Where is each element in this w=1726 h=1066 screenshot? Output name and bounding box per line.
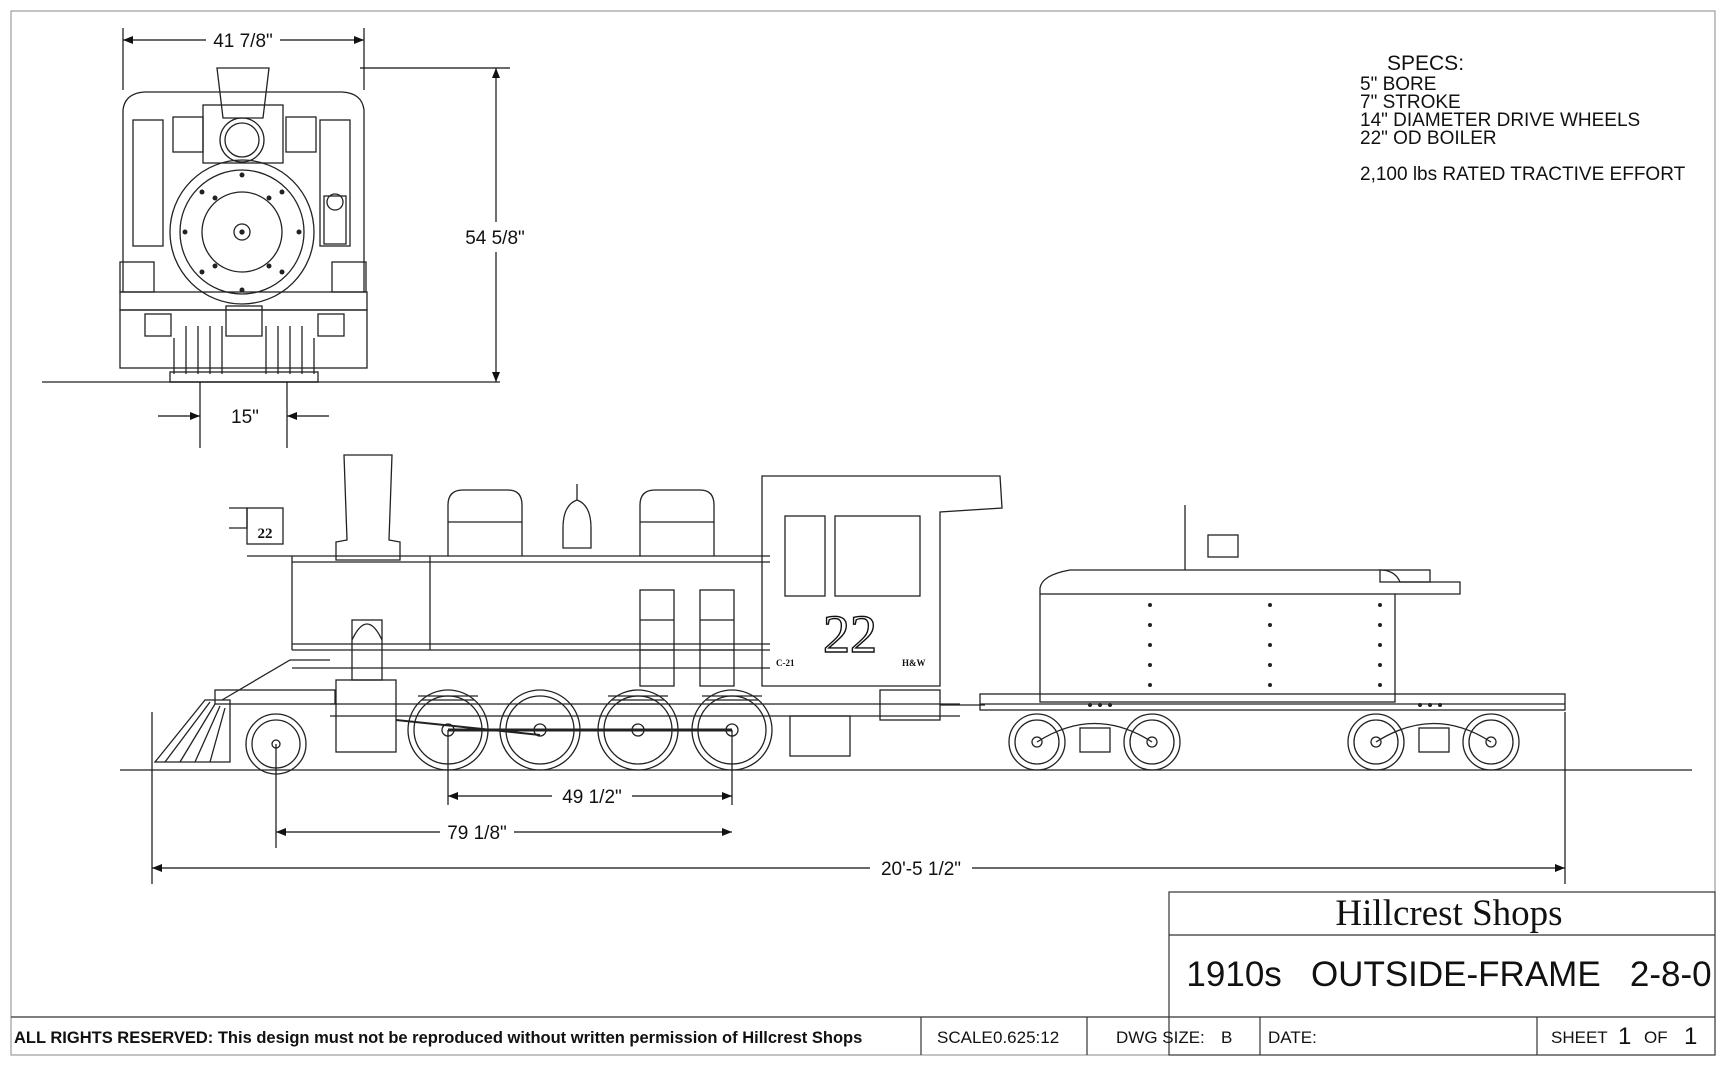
side-view-dimensions	[151, 712, 1566, 884]
spec-line: 22" OD BOILER	[1360, 128, 1497, 149]
company-name: Hillcrest Shops	[1335, 893, 1562, 934]
specs-block: SPECS: 5" BORE 7" STROKE 14" DIAMETER DR…	[1360, 52, 1686, 185]
engine-wheelbase-dimension: 79 1/8"	[447, 823, 507, 844]
date-label: DATE:	[1268, 1028, 1317, 1047]
specs-heading: SPECS:	[1387, 52, 1464, 75]
overall-length-dimension: 20'-5 1/2"	[881, 859, 961, 880]
front-view-dimensions	[122, 28, 510, 448]
number-plate-label: 22	[258, 526, 273, 542]
sheet-number: 1	[1618, 1023, 1631, 1050]
front-height-dimension: 54 5/8"	[465, 228, 525, 249]
gauge-dimension: 15"	[231, 407, 259, 428]
sheet-total: 1	[1684, 1023, 1697, 1050]
spec-line: 14" DIAMETER DRIVE WHEELS	[1360, 110, 1640, 131]
driver-wheelbase-dimension: 49 1/2"	[562, 787, 622, 808]
dwg-size-label: DWG SIZE:	[1116, 1028, 1205, 1047]
side-view-drawing	[120, 454, 1692, 775]
builder-mark: H&W	[902, 658, 926, 668]
cab-number-label: 22	[823, 604, 877, 664]
tractive-effort-spec: 2,100 lbs RATED TRACTIVE EFFORT	[1360, 164, 1686, 185]
sheet-label: SHEET	[1551, 1028, 1608, 1047]
dwg-size-value: B	[1221, 1028, 1232, 1047]
of-label: OF	[1644, 1028, 1668, 1047]
scale-value: 0.625:12	[993, 1028, 1059, 1047]
spec-line: 5" BORE	[1360, 74, 1436, 95]
sheet-border	[10, 10, 1716, 1056]
drawing-title: 1910s OUTSIDE-FRAME 2-8-0	[1186, 955, 1711, 994]
front-view-drawing	[42, 67, 500, 383]
front-width-dimension: 41 7/8"	[213, 31, 273, 52]
scale-label: SCALE	[937, 1028, 993, 1047]
rights-notice: ALL RIGHTS RESERVED: This design must no…	[14, 1029, 862, 1047]
class-label: C-21	[776, 658, 795, 668]
title-block	[11, 891, 1716, 1056]
spec-line: 7" STROKE	[1360, 92, 1461, 113]
